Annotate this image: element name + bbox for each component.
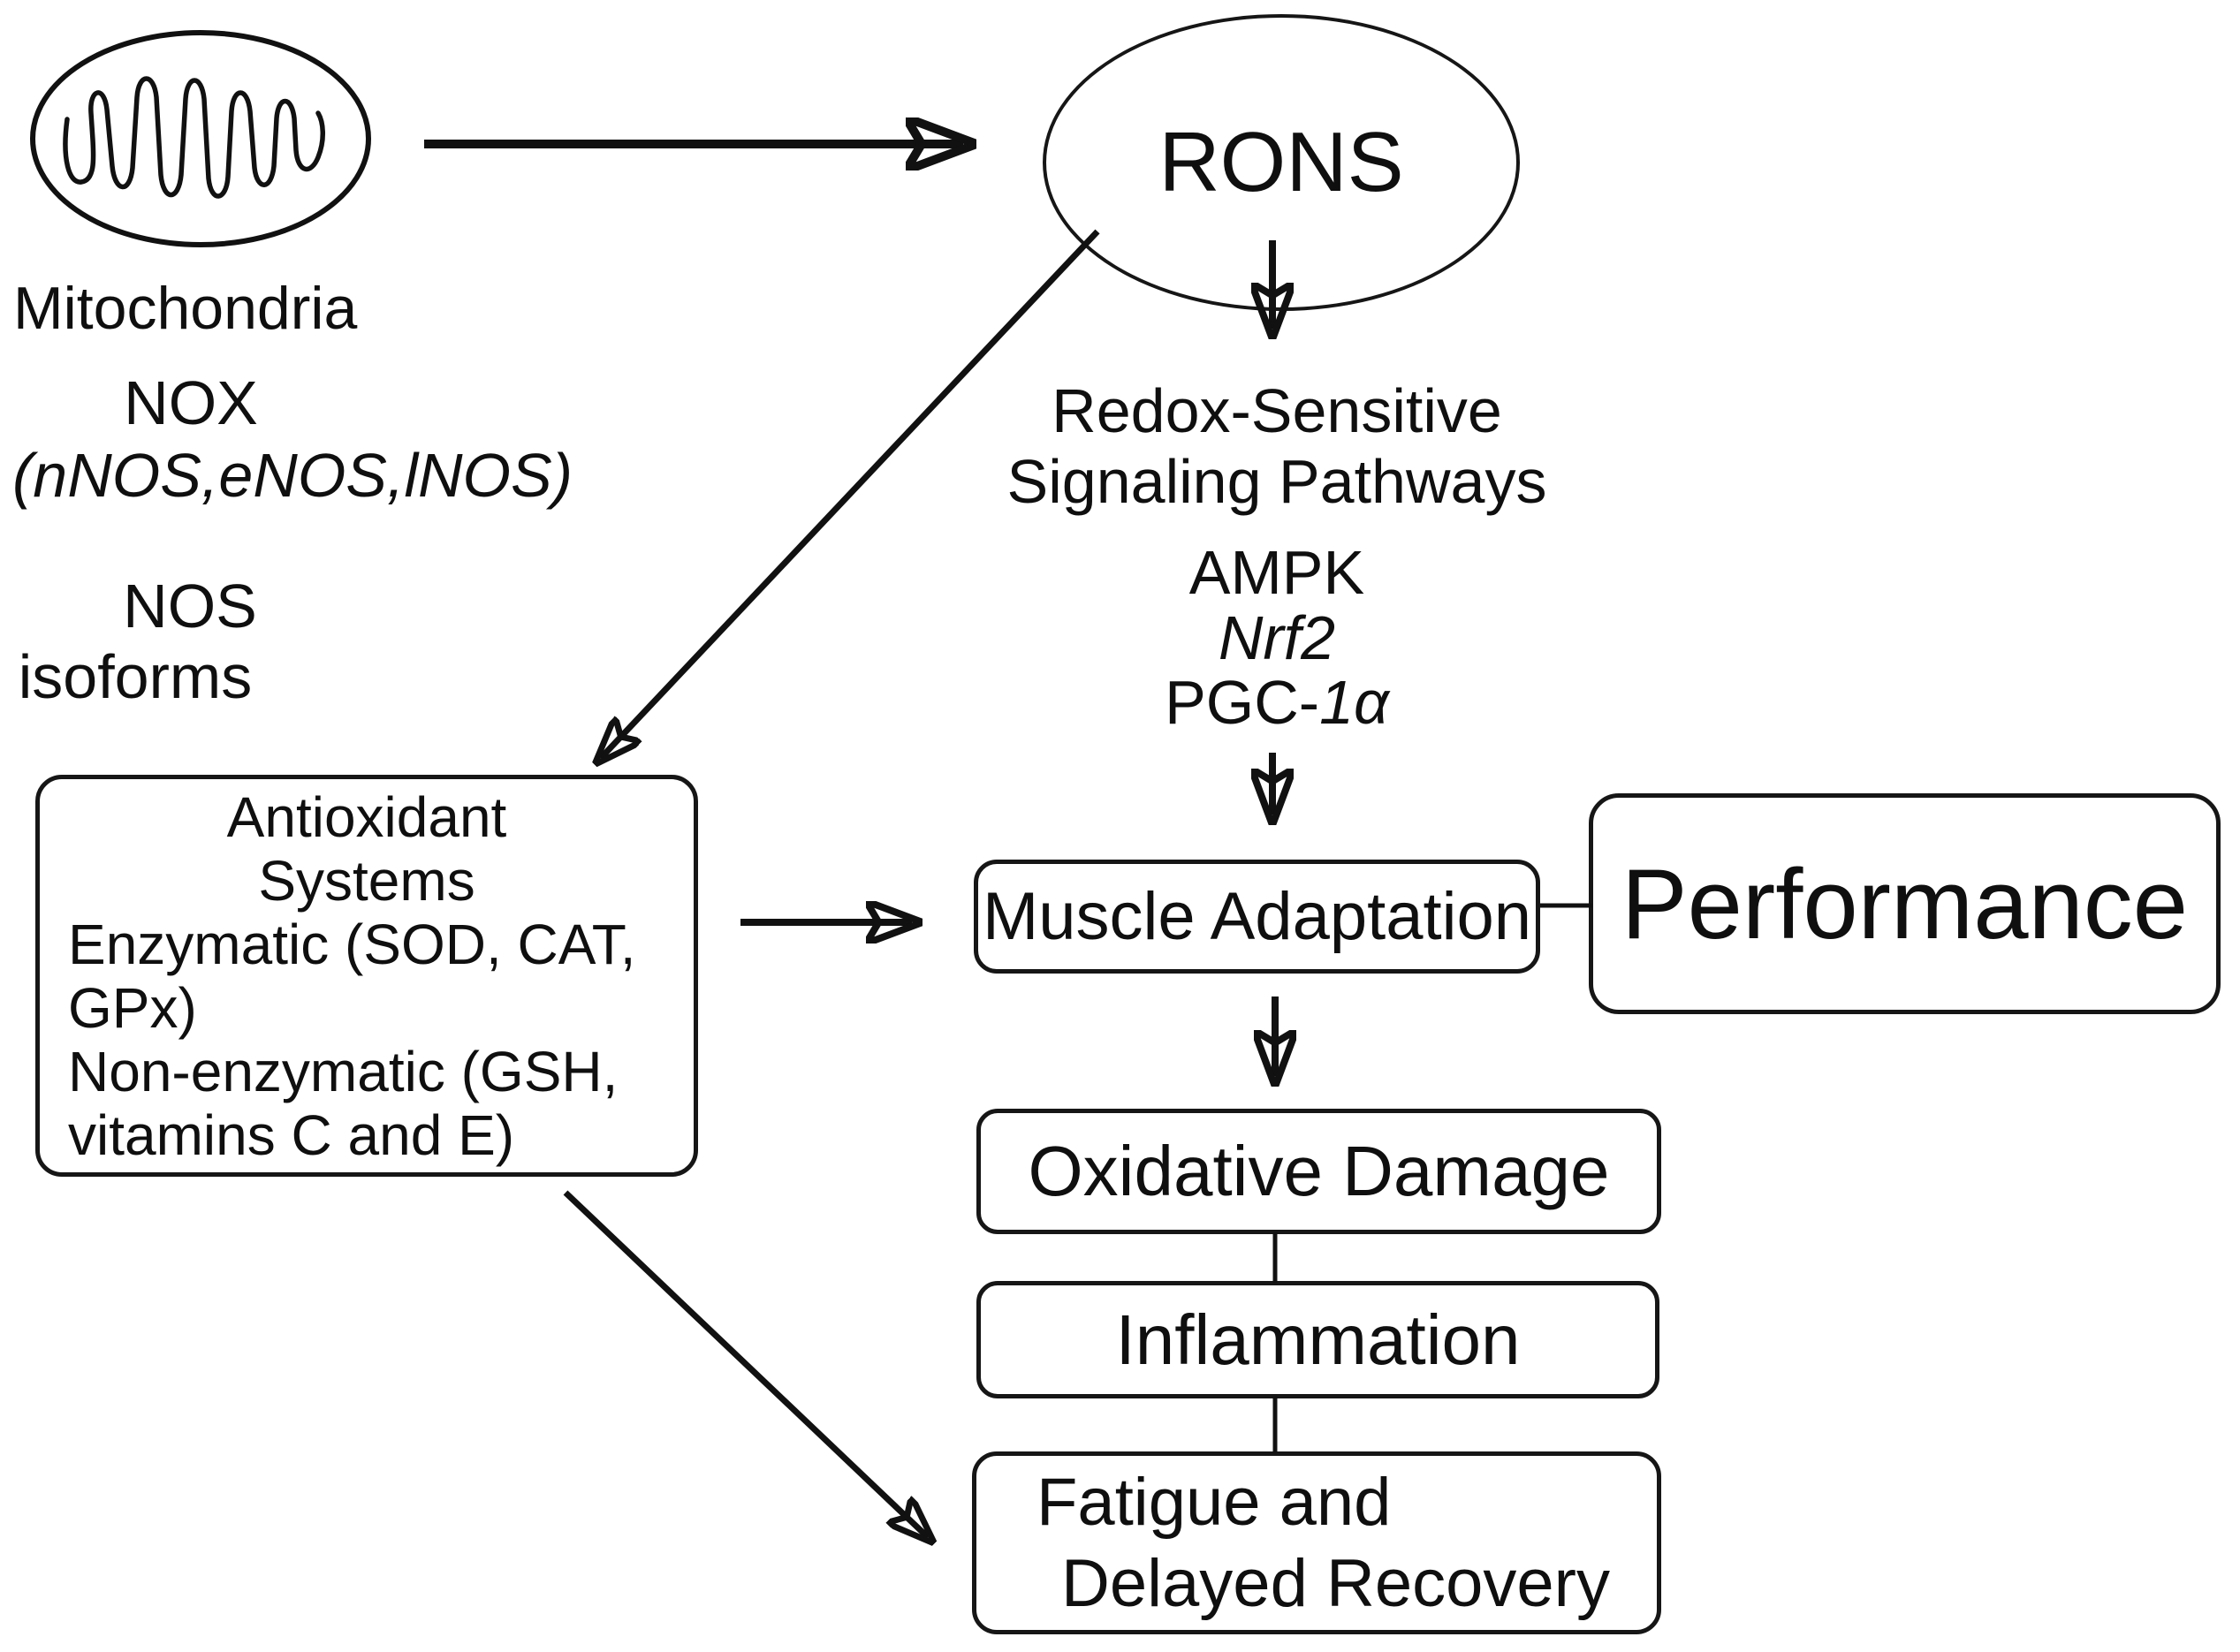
antioxidant-nonenzymatic-line2: vitamins C and E) <box>68 1103 515 1167</box>
muscle-adaptation-box: Muscle Adaptation <box>974 860 1540 974</box>
oxidative-damage-label: Oxidative Damage <box>1028 1132 1610 1210</box>
nox-isoforms-label: (nNOS,eNOS,lNOS) <box>12 441 573 510</box>
arrow-antioxidant-to-fatigue <box>563 1190 928 1537</box>
redox-signaling-group: Redox-Sensitive Signaling Pathways AMPK … <box>923 0 1630 795</box>
antioxidant-enzymatic-line2: GPx) <box>68 975 197 1040</box>
fatigue-label-line2: Delayed Recovery <box>1061 1545 1610 1621</box>
muscle-adaptation-label: Muscle Adaptation <box>982 879 1532 954</box>
rons-node: RONS <box>1043 14 1520 311</box>
ampk-label: AMPK <box>1188 538 1365 607</box>
antioxidant-enzymatic-line1: Enzymatic (SOD, CAT, <box>68 912 636 976</box>
mitochondria-icon <box>30 30 371 247</box>
antioxidant-title-line1: Antioxidant <box>226 784 507 849</box>
rons-label: RONS <box>1158 115 1404 209</box>
fatigue-recovery-box: Fatigue and Delayed Recovery <box>972 1451 1661 1634</box>
inflammation-label: Inflammation <box>1115 1300 1521 1379</box>
fatigue-label-line1: Fatigue and <box>1036 1464 1392 1540</box>
antioxidant-title-line2: Systems <box>258 848 475 913</box>
mitochondria-label: Mitochondria <box>13 275 358 342</box>
performance-box: Performance <box>1589 793 2221 1014</box>
antioxidant-systems-box: Antioxidant Systems Enzymatic (SOD, CAT,… <box>35 775 698 1177</box>
nox-label: NOX <box>124 368 258 437</box>
redox-title-line1: Redox-Sensitive <box>1052 376 1502 445</box>
nrf2-label: Nrf2 <box>1218 603 1336 672</box>
redox-title-line2: Signaling Pathways <box>1006 447 1547 516</box>
inflammation-box: Inflammation <box>976 1281 1659 1398</box>
antioxidant-nonenzymatic-line1: Non-enzymatic (GSH, <box>68 1039 619 1103</box>
nos-label: NOS <box>123 572 257 640</box>
performance-label: Performance <box>1621 848 2189 959</box>
pgc1a-label: PGC-1α <box>1165 668 1389 737</box>
oxidative-damage-box: Oxidative Damage <box>976 1109 1661 1234</box>
nos-isoforms-label: isoforms <box>18 642 253 711</box>
